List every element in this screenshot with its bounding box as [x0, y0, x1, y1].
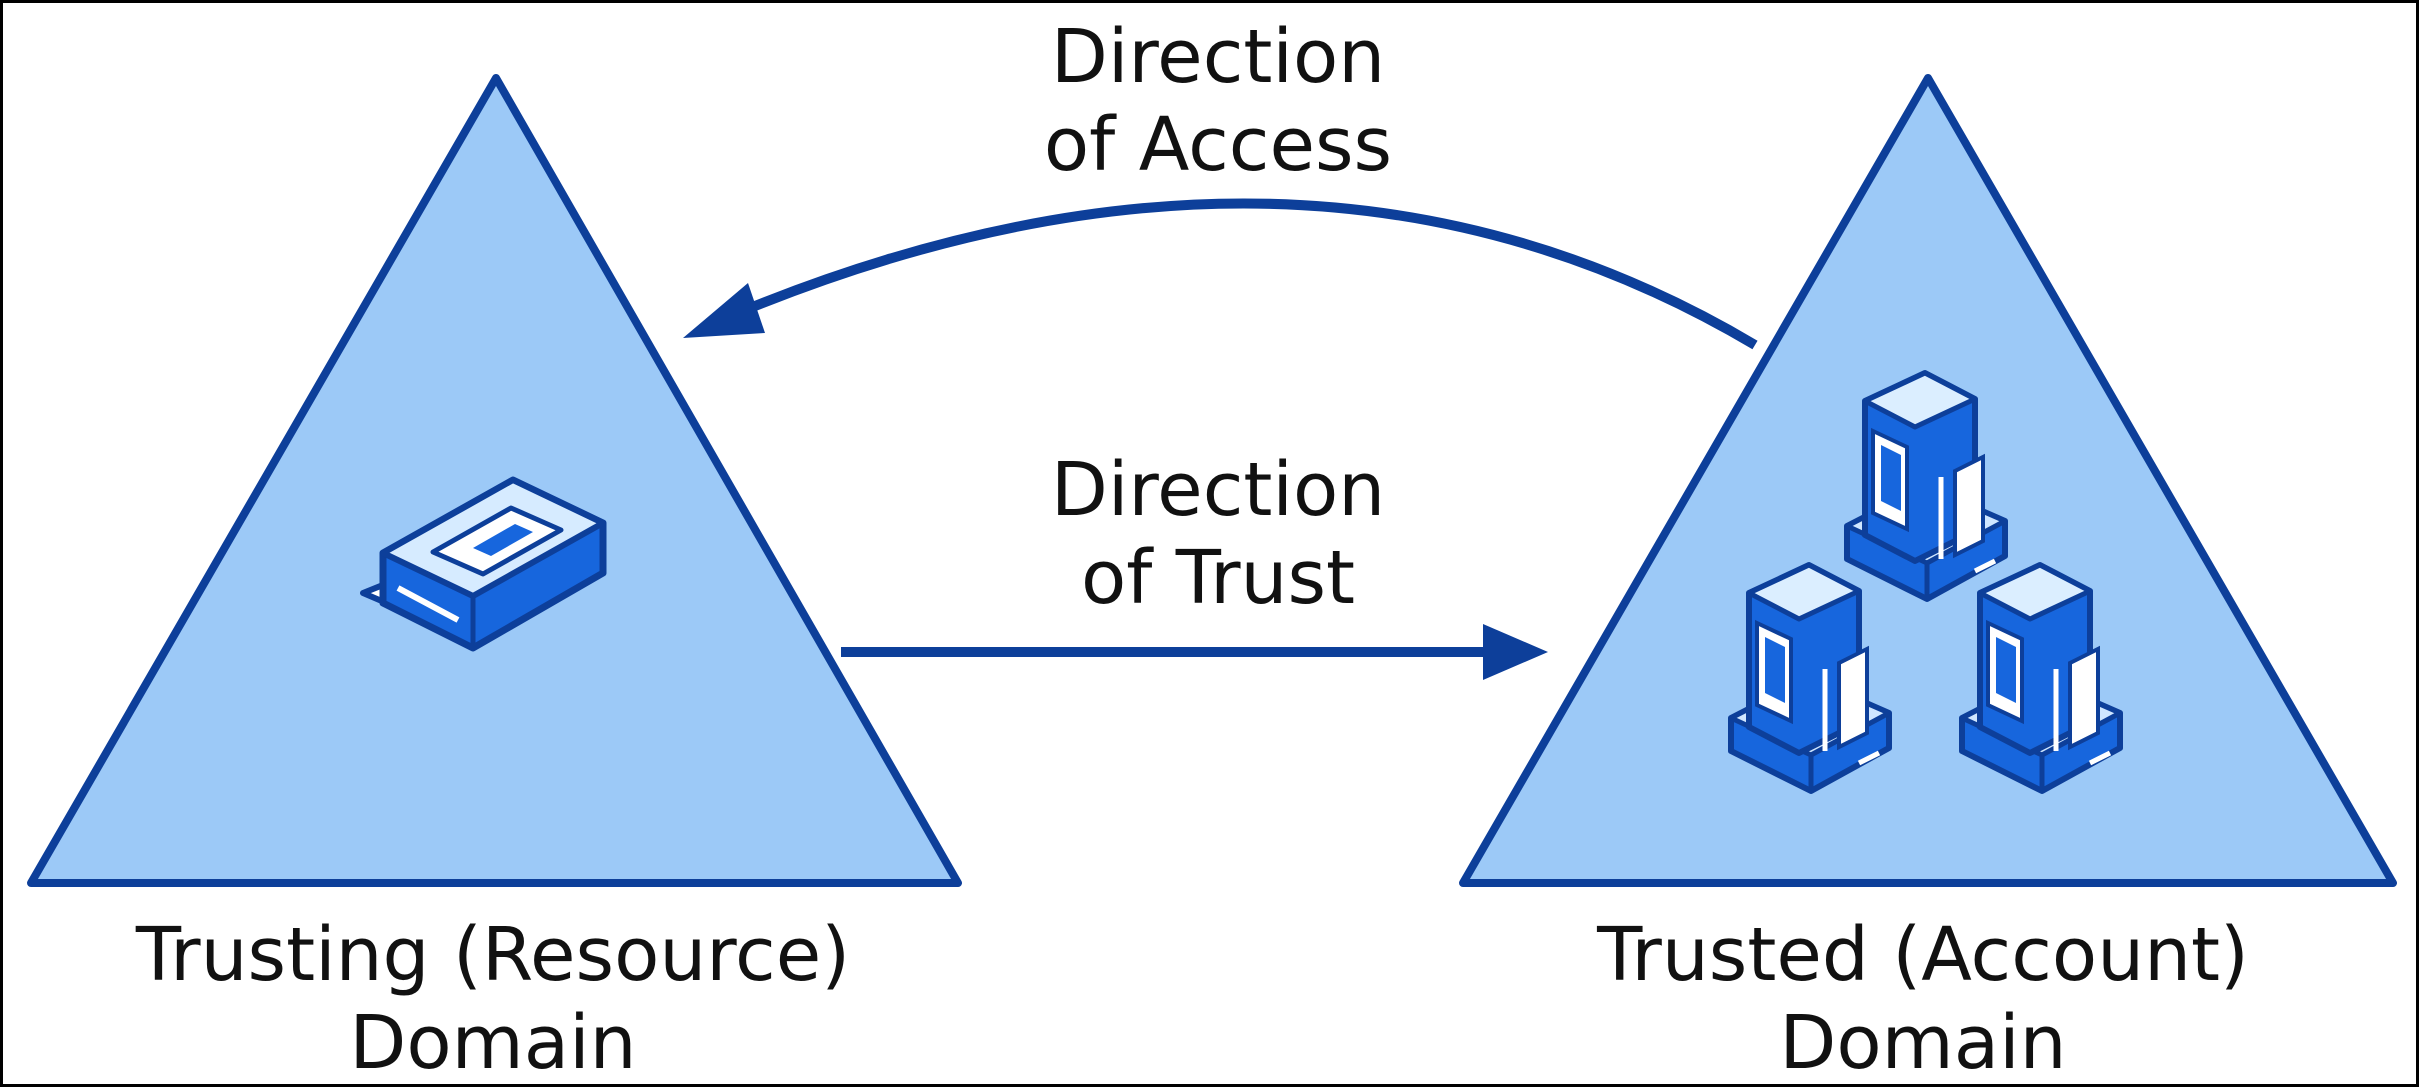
- access-line-1: Direction: [1050, 14, 1386, 100]
- access-arrow: [753, 198, 1758, 350]
- trusted-domain-line-2: Domain: [1779, 1000, 2067, 1086]
- trusting-domain-line-1: Trusting (Resource): [135, 912, 851, 998]
- trust-line-2: of Trust: [1080, 535, 1356, 621]
- trusting-domain-triangle: [27, 74, 962, 887]
- trust-arrowhead: [1483, 624, 1548, 680]
- trusted-domain-line-1: Trusted (Account): [1597, 912, 2249, 998]
- access-arrowhead: [683, 283, 765, 338]
- trust-line-1: Direction: [1050, 447, 1386, 533]
- shared-resource-icon: [360, 476, 607, 652]
- trusting-domain-label: Trusting (Resource) Domain: [43, 911, 943, 1086]
- access-line-2: of Access: [1043, 102, 1393, 188]
- diagram-canvas: [27, 74, 2397, 887]
- direction-of-trust-label: Direction of Trust: [1013, 446, 1423, 622]
- direction-of-access-label: Direction of Access: [1013, 13, 1423, 189]
- trusted-domain-label: Trusted (Account) Domain: [1473, 911, 2373, 1086]
- trusting-domain-line-2: Domain: [349, 1000, 637, 1086]
